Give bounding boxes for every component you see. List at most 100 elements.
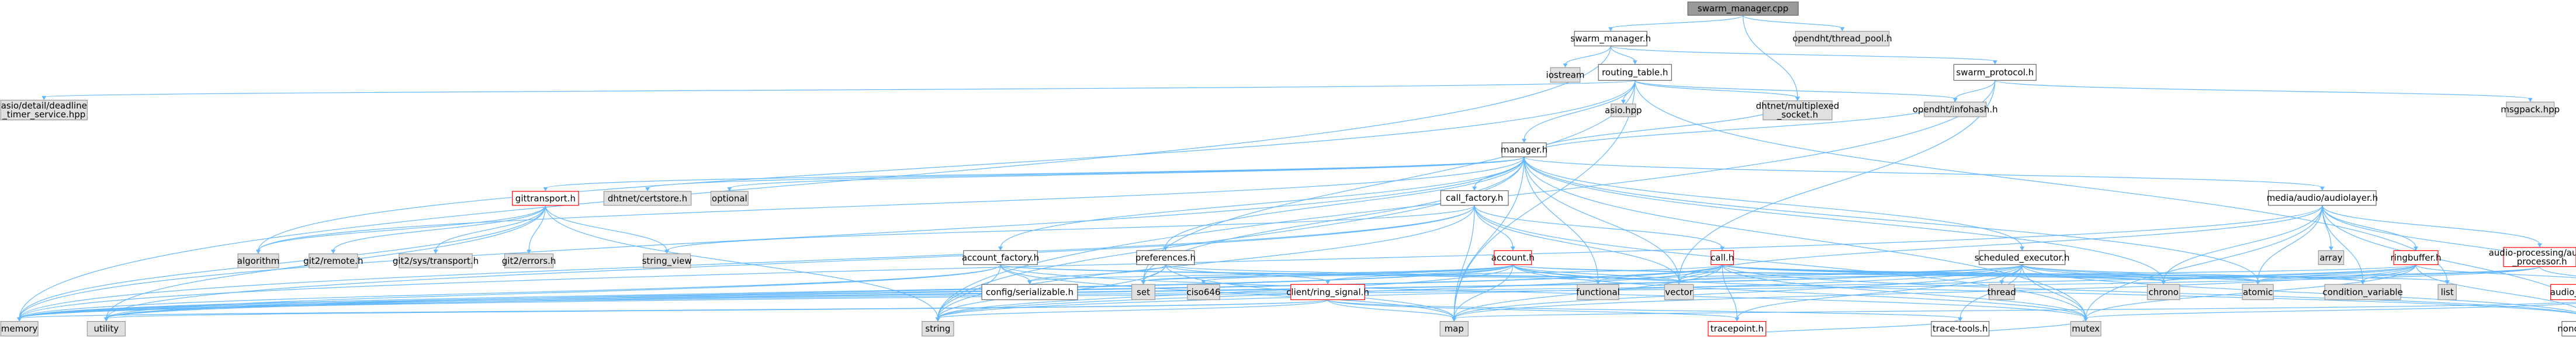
node-label: preferences.h	[1135, 252, 1196, 263]
node-account-h[interactable]: account.h	[1491, 250, 1535, 265]
node-label: gittransport.h	[515, 193, 576, 204]
edge-arrowhead-manager_h-to-opendht_infohash	[1952, 97, 1958, 102]
node-box	[1664, 284, 1694, 301]
node-ringbuffer-h[interactable]: ringbuffer.h	[2390, 250, 2442, 265]
node-label: swarm_manager.h	[1570, 33, 1651, 44]
node-media-audiolayer[interactable]: media/audio/audiolayer.h	[2267, 190, 2378, 206]
node-label: opendht/infohash.h	[1913, 104, 1998, 114]
edge-arrowhead-call_factory_h-to-string_view	[664, 249, 670, 254]
node-box	[0, 320, 39, 337]
edge-client_ring_signal-to-utility	[106, 299, 1328, 319]
node-label: thread	[1988, 287, 2016, 297]
node-trace-tools[interactable]: trace-tools.h	[1931, 320, 1990, 337]
node-optional: optional	[710, 191, 749, 206]
node-label: functional	[1576, 287, 1620, 297]
node-label: call_factory.h	[1446, 193, 1503, 204]
node-preferences-h[interactable]: preferences.h	[1135, 250, 1196, 265]
node-asio-hpp: asio.hpp	[1605, 103, 1642, 117]
node-box	[399, 253, 473, 269]
edge-account_h-to-set	[1142, 264, 1514, 282]
node-routing-table-h[interactable]: routing_table.h	[1598, 64, 1672, 81]
node-mutex: mutex	[2070, 320, 2101, 337]
node-box	[2503, 247, 2576, 267]
node-label: map	[1445, 323, 1464, 334]
node-box	[2318, 250, 2345, 265]
edge-swarm_manager_h-to-swarm_protocol_h	[1610, 46, 1996, 62]
node-box	[603, 191, 692, 206]
node-label: string	[925, 323, 950, 334]
node-audio-frame-resizer[interactable]: audio_frame_resizer.h	[2550, 284, 2576, 301]
node-box	[237, 253, 279, 269]
node-label: chrono	[2149, 287, 2179, 297]
node-label: trace-tools.h	[1933, 323, 1988, 334]
node-label: ringbuffer.h	[2390, 252, 2441, 263]
node-label: client/ring_signal.h	[1286, 287, 1369, 298]
node-tracepoint-h[interactable]: tracepoint.h	[1708, 320, 1767, 337]
node-box	[1708, 320, 1767, 337]
edge-manager_h-to-optional	[729, 156, 1525, 189]
edge-account_factory_h-to-string	[937, 264, 1001, 319]
node-label: mutex	[2072, 323, 2100, 334]
edge-call_factory_h-to-string	[937, 205, 1475, 319]
edge-scheduled_executor_h-to-condition_variable	[2021, 264, 2363, 282]
edge-media_audiolayer-to-mutex	[2085, 205, 2323, 319]
edge-call_factory_h-to-vector	[1474, 205, 1680, 282]
node-box	[2550, 284, 2576, 301]
edge-scheduled_executor_h-to-atomic	[2021, 264, 2259, 282]
node-box	[309, 253, 358, 269]
node-box	[1979, 250, 2066, 265]
node-label: git2/sys/transport.h	[393, 256, 479, 266]
edge-scheduled_executor_h-to-noncopyable_h	[2021, 264, 2576, 313]
node-box	[1611, 103, 1636, 117]
edge-arrowhead-routing_table_h-to-asio_deadline	[41, 96, 47, 100]
node-thread: thread	[1988, 284, 2016, 301]
node-swarm-manager-h[interactable]: swarm_manager.h	[1570, 30, 1651, 47]
node-root[interactable]: swarm_manager.cpp	[1687, 1, 1799, 16]
edge-call_factory_h-to-map	[1453, 205, 1475, 319]
node-client-ring-signal[interactable]: client/ring_signal.h	[1286, 284, 1369, 301]
edge-manager_h-to-preferences_h	[1165, 156, 1525, 248]
node-box	[1290, 284, 1365, 301]
edge-account_h-to-atomic	[1512, 264, 2259, 282]
edge-swarm_manager_h-to-memory	[19, 46, 1611, 319]
node-swarm-protocol-h[interactable]: swarm_protocol.h	[1953, 64, 2037, 81]
edge-scheduled_executor_h-to-tracepoint_h	[1736, 264, 2023, 319]
node-audio-processing[interactable]: audio-processing/audio_processor.h	[2489, 247, 2576, 267]
edge-call_h-to-vector	[1678, 264, 1723, 282]
node-array: array	[2318, 250, 2345, 265]
node-manager-h[interactable]: manager.h	[1501, 142, 1547, 158]
edge-swarm_protocol_h-to-opendht_infohash	[1955, 80, 1996, 100]
edge-arrowhead-tracepoint_h-to-trace_tools	[1958, 317, 1963, 322]
edge-gittransport_h-to-algorithm	[258, 205, 546, 251]
edge-manager_h-to-memory	[19, 156, 1525, 319]
node-label: utility	[94, 323, 119, 334]
node-atomic: atomic	[2242, 284, 2274, 301]
node-box	[2561, 320, 2576, 337]
node-box	[2070, 320, 2101, 337]
edge-swarm_manager_h-to-routing_table_h	[1610, 46, 1636, 62]
edge-routing_table_h-to-asio_deadline	[43, 80, 1636, 98]
node-map: map	[1439, 320, 1469, 337]
edge-call_h-to-chrono	[1722, 264, 2164, 282]
edge-call_h-to-set	[1142, 264, 1723, 282]
node-account-factory-h[interactable]: account_factory.h	[962, 250, 1039, 265]
node-scheduled-executor-h[interactable]: scheduled_executor.h	[1975, 250, 2070, 265]
edge-account_factory_h-to-memory	[19, 264, 1001, 319]
node-git2-sys-transport: git2/sys/transport.h	[393, 253, 479, 269]
node-box	[1136, 250, 1195, 265]
node-gittransport-h[interactable]: gittransport.h	[512, 191, 579, 206]
node-label: atomic	[2243, 287, 2273, 297]
edge-arrowhead-swarm_manager_h-to-iostream	[1563, 63, 1568, 68]
node-label: _processor.h	[2512, 256, 2567, 267]
node-config-serializable[interactable]: config/serializable.h	[981, 284, 1078, 301]
node-opendht-infohash: opendht/infohash.h	[1913, 102, 1998, 117]
edge-arrowhead-root-to-opendht_thread_pool	[1840, 27, 1845, 32]
edge-audio_processing-to-chrono	[2163, 266, 2540, 282]
node-box	[1577, 284, 1619, 301]
node-call-factory-h[interactable]: call_factory.h	[1440, 190, 1509, 206]
edge-preferences_h-to-set	[1142, 264, 1166, 282]
edge-gittransport_h-to-git2_remote	[333, 205, 546, 251]
node-noncopyable-h[interactable]: noncopyable.h	[2557, 320, 2576, 337]
node-call-h[interactable]: call.h	[1711, 250, 1734, 265]
edge-tracepoint_h-to-trace_tools	[1736, 318, 1961, 337]
